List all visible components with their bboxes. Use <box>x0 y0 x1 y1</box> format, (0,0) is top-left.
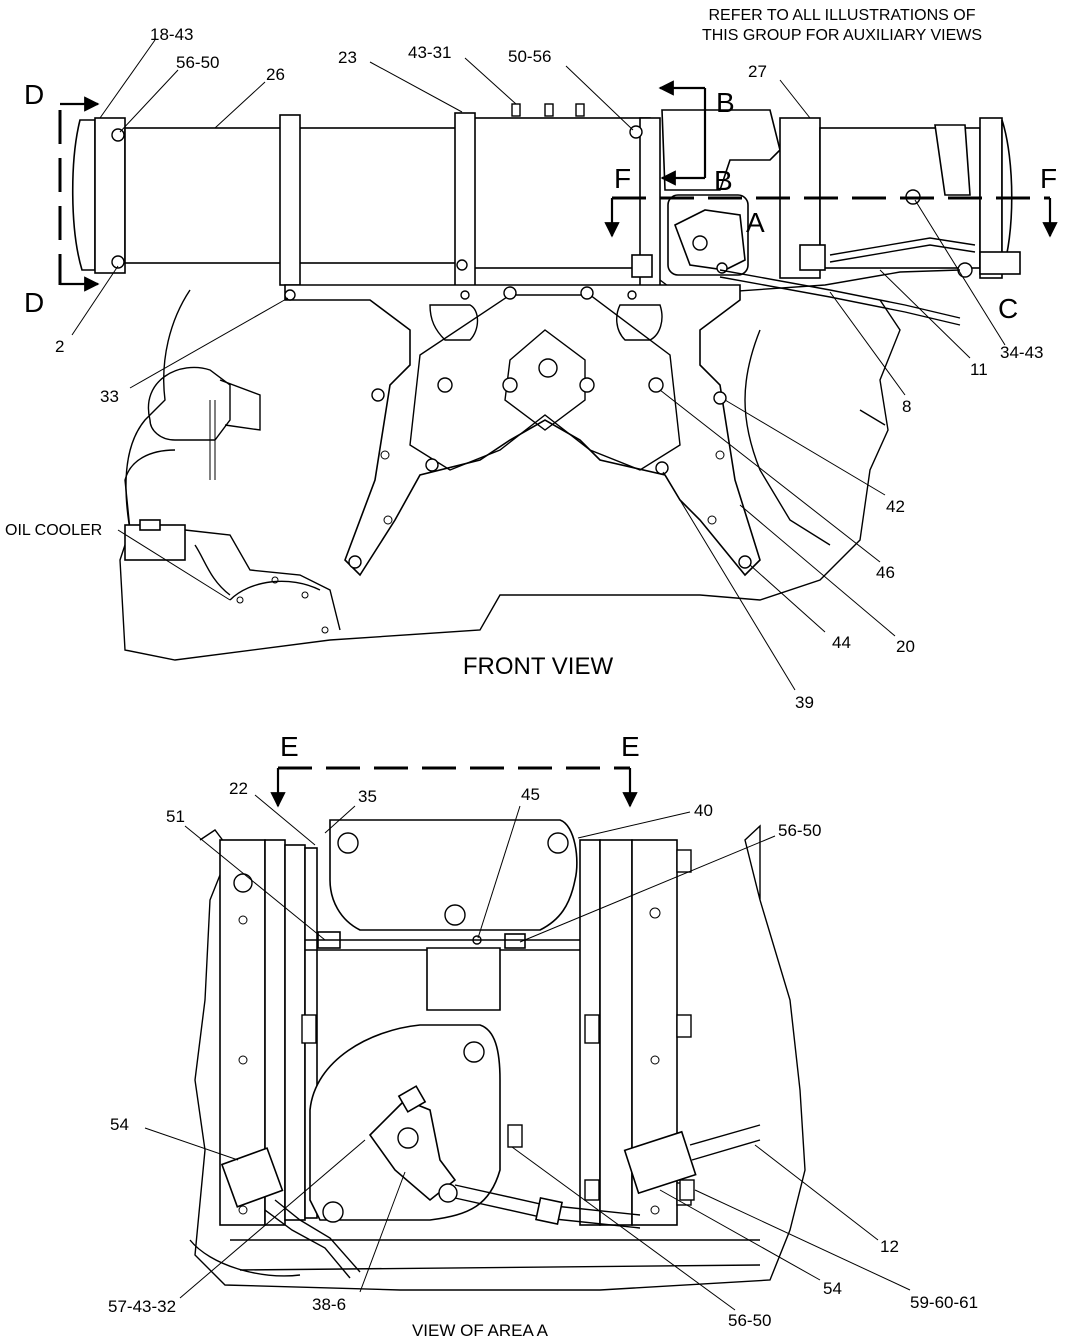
label-50-56: 50-56 <box>508 47 551 66</box>
front-view-labels: REFER TO ALL ILLUSTRATIONS OF THIS GROUP… <box>5 7 1057 712</box>
front-view-drawing <box>58 80 1058 661</box>
label-11: 11 <box>970 360 988 379</box>
label-18-43: 18-43 <box>150 25 193 44</box>
note-line-1: REFER TO ALL ILLUSTRATIONS OF <box>708 7 975 24</box>
section-e-right: E <box>621 731 640 762</box>
area-a-leaders <box>144 794 911 1311</box>
label-22: 22 <box>229 779 248 798</box>
label-35: 35 <box>358 787 377 806</box>
label-26: 26 <box>266 65 285 84</box>
section-d-bottom: D <box>24 287 44 318</box>
label-34-43: 34-43 <box>1000 343 1043 362</box>
label-20: 20 <box>896 637 915 656</box>
front-view-leaders <box>71 39 1006 691</box>
label-8: 8 <box>902 397 911 416</box>
label-38-6: 38-6 <box>312 1295 346 1314</box>
label-57-43-32: 57-43-32 <box>108 1297 176 1316</box>
label-54-left: 54 <box>110 1115 129 1134</box>
label-42: 42 <box>886 497 905 516</box>
section-d-top: D <box>24 79 44 110</box>
label-oil-cooler: OIL COOLER <box>5 522 102 539</box>
area-a-mark: A <box>746 207 765 238</box>
section-e-left: E <box>280 731 299 762</box>
label-27: 27 <box>748 62 767 81</box>
section-b-top: B <box>716 87 735 118</box>
area-a-caption: VIEW OF AREA A <box>412 1321 549 1340</box>
label-51: 51 <box>166 807 185 826</box>
label-59-60-61: 59-60-61 <box>910 1293 978 1312</box>
label-33: 33 <box>100 387 119 406</box>
label-56-50-b: 56-50 <box>728 1311 771 1330</box>
view-c-mark: C <box>998 293 1018 324</box>
front-view-title: FRONT VIEW <box>463 653 614 680</box>
label-44: 44 <box>832 633 851 652</box>
label-12: 12 <box>880 1237 899 1256</box>
area-a-labels: E E 22 35 45 40 51 56-50 54 12 54 59-60-… <box>108 731 978 1340</box>
label-56-50-top: 56-50 <box>176 53 219 72</box>
note-line-2: THIS GROUP FOR AUXILIARY VIEWS <box>702 27 982 44</box>
label-54-right: 54 <box>823 1279 842 1298</box>
label-39: 39 <box>795 693 814 712</box>
label-23: 23 <box>338 48 357 67</box>
section-b-mid: B <box>714 165 733 196</box>
label-40: 40 <box>694 801 713 820</box>
label-56-50-a: 56-50 <box>778 821 821 840</box>
section-f-right: F <box>1040 163 1057 194</box>
section-f-left: F <box>614 163 631 194</box>
area-a-drawing <box>189 766 806 1291</box>
label-2: 2 <box>55 337 64 356</box>
label-43-31: 43-31 <box>408 43 451 62</box>
label-45: 45 <box>521 785 540 804</box>
label-46: 46 <box>876 563 895 582</box>
